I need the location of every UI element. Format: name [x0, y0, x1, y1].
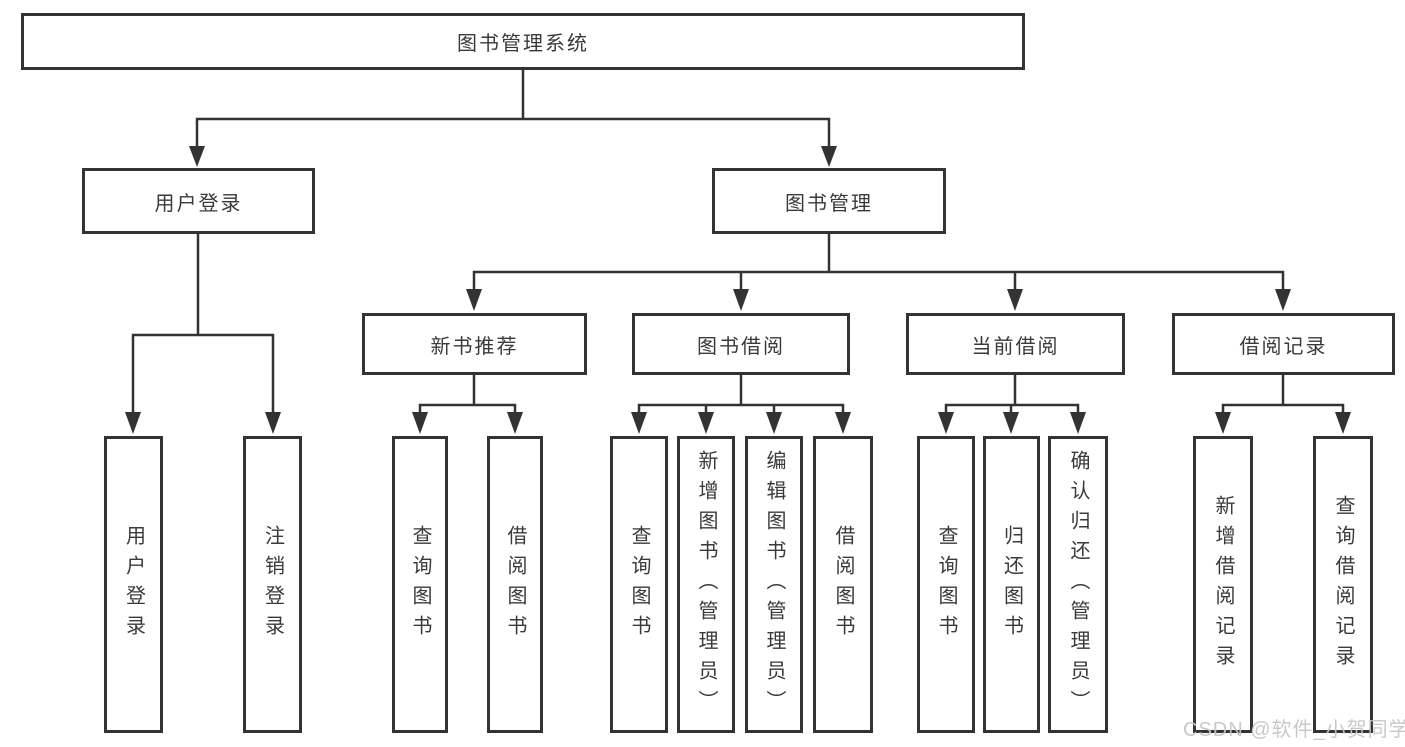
leaf-user-login: 用户登录	[104, 436, 163, 733]
edge-user-login-to-leaves	[131, 232, 275, 416]
node-new-book-recommendation: 新书推荐	[362, 313, 587, 375]
node-label: 查询图书	[628, 524, 650, 645]
leaf-borrow-books: 借阅图书	[813, 436, 873, 733]
node-label: 新增借阅记录	[1212, 494, 1234, 675]
leaf-logout: 注销登录	[243, 436, 302, 733]
leaf-query-borrow-record: 查询借阅记录	[1313, 436, 1373, 733]
node-label: 归还图书	[1000, 524, 1023, 645]
node-borrowing-records: 借阅记录	[1172, 313, 1395, 375]
watermark-text: CSDN @软件_小贺同学	[1183, 719, 1405, 741]
node-label: 新书推荐	[430, 335, 519, 358]
node-user-login: 用户登录	[82, 168, 315, 234]
leaf-add-books-admin: 新增图书（管理员）	[677, 436, 735, 733]
node-label: 新增图书（管理员）	[695, 449, 717, 720]
leaf-add-borrow-record: 新增借阅记录	[1193, 436, 1253, 733]
node-label: 图书管理系统	[457, 33, 589, 55]
node-label: 图书管理	[785, 192, 873, 215]
leaf-borrow-books-recommend: 借阅图书	[487, 436, 543, 733]
edge-current-borrowing-to-leaves	[944, 373, 1080, 416]
node-label: 用户登录	[122, 524, 145, 645]
edge-new-book-to-leaves	[418, 373, 517, 416]
node-label: 查询图书	[935, 524, 957, 645]
node-label: 注销登录	[261, 524, 284, 645]
node-label: 借阅记录	[1239, 335, 1328, 358]
leaf-query-books-recommend: 查询图书	[392, 436, 448, 733]
leaf-return-books: 归还图书	[983, 436, 1040, 733]
leaf-confirm-return-admin: 确认归还（管理员）	[1048, 436, 1108, 733]
node-label: 图书借阅	[697, 335, 785, 358]
leaf-query-books-current: 查询图书	[917, 436, 975, 733]
node-label: 确认归还（管理员）	[1067, 449, 1089, 720]
node-label: 借阅图书	[504, 524, 526, 645]
node-label: 查询图书	[409, 524, 431, 645]
edge-book-management-to-level3	[472, 232, 1285, 292]
node-current-borrowing: 当前借阅	[906, 313, 1125, 375]
node-library-management-system: 图书管理系统	[21, 13, 1025, 70]
node-label: 当前借阅	[971, 335, 1060, 358]
edge-borrowing-records-to-leaves	[1221, 373, 1345, 416]
node-label: 查询借阅记录	[1332, 494, 1354, 675]
node-label: 借阅图书	[832, 524, 854, 645]
node-book-management: 图书管理	[712, 168, 946, 234]
leaf-query-books-borrowing: 查询图书	[610, 436, 668, 733]
leaf-edit-books-admin: 编辑图书（管理员）	[745, 436, 803, 733]
node-book-borrowing: 图书借阅	[632, 313, 850, 375]
node-label: 编辑图书（管理员）	[763, 449, 785, 720]
node-label: 用户登录	[154, 192, 243, 215]
edge-root-to-level2	[195, 68, 831, 150]
edge-book-borrowing-to-leaves	[637, 373, 845, 416]
